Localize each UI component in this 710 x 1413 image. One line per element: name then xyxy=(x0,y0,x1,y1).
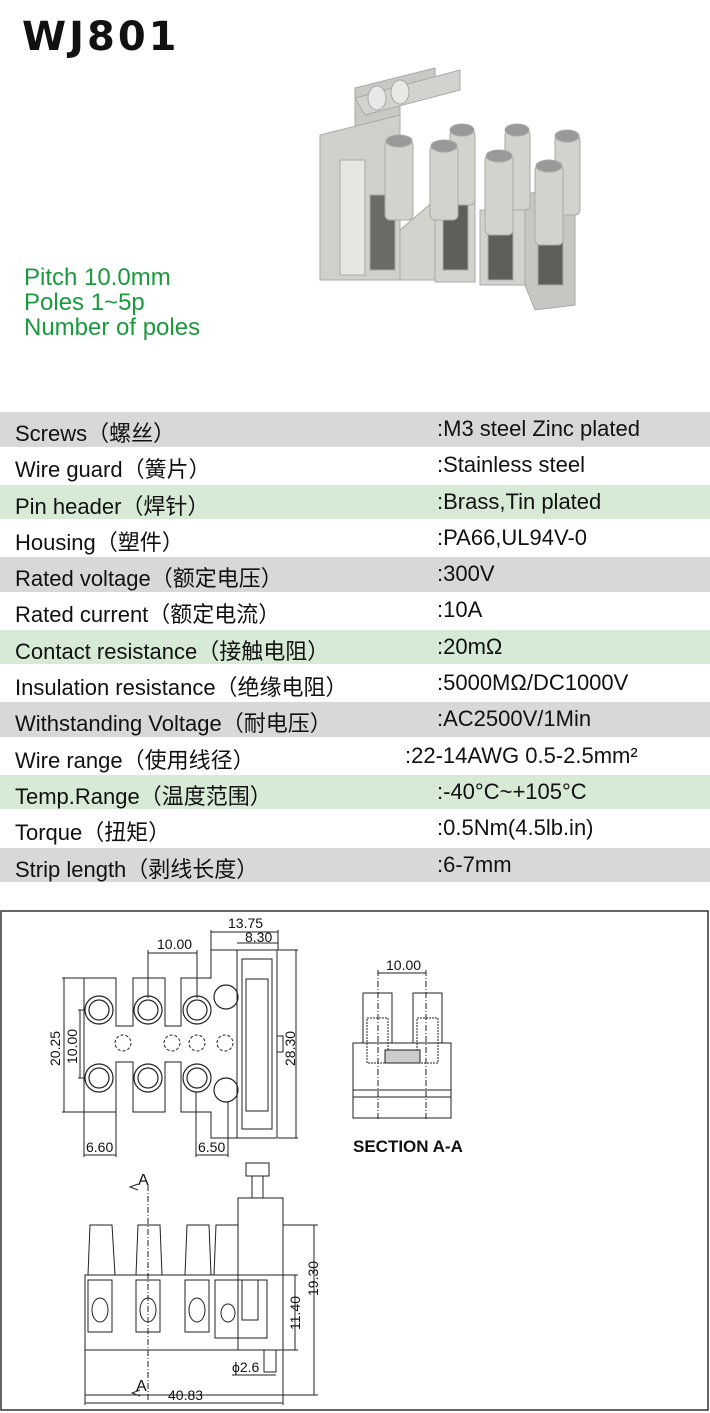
row-value: :10A xyxy=(437,597,483,623)
dim-20-25: 20.25 xyxy=(47,1031,63,1066)
row-label: Screws（螺丝） xyxy=(15,421,176,446)
row-label: Temp.Range（温度范围） xyxy=(15,783,272,809)
front-view-dimensions: A A 19.30 11.40 ϕ2.6 40.83 xyxy=(136,1172,321,1403)
row-value: :5000MΩ/DC1000V xyxy=(437,670,629,696)
drawing-frame xyxy=(0,910,709,1411)
section-pitch: 10.00 xyxy=(386,957,421,973)
spec-number-of-poles: Number of poles xyxy=(24,314,201,341)
spec-table: Screws（螺丝） :M3 steel Zinc plated Wire gua… xyxy=(0,412,710,884)
dim-6-50: 6.50 xyxy=(198,1139,225,1155)
table-row: Rated voltage（额定电压） :300V xyxy=(0,557,710,592)
row-label: Housing（塑件） xyxy=(15,529,184,555)
row-value: :AC2500V/1Min xyxy=(437,706,592,732)
dim-6-60: 6.60 xyxy=(86,1139,113,1155)
table-row: Withstanding Voltage（耐电压） :AC2500V/1Min xyxy=(0,702,710,737)
row-value: :6-7mm xyxy=(437,851,512,877)
dim-40-83: 40.83 xyxy=(168,1387,203,1403)
dim-pitch: 10.00 xyxy=(157,936,192,952)
row-label: Strip length（剥线长度） xyxy=(15,856,259,882)
dim-8-30: 8.30 xyxy=(245,929,272,945)
table-row: Torque（扭矩） :0.5Nm(4.5lb.in) xyxy=(0,811,710,846)
row-label: Rated current（额定电流） xyxy=(15,602,281,628)
top-view xyxy=(62,930,298,1157)
table-row: Wire guard（簧片） :Stainless steel xyxy=(0,448,710,483)
row-value: :PA66,UL94V-0 xyxy=(437,524,588,550)
technical-drawing: 13.75 8.30 10.00 20.25 10.00 28.30 6.60 … xyxy=(0,910,709,1411)
row-label: Withstanding Voltage（耐电压） xyxy=(15,711,332,737)
dim-phi-2-6: ϕ2.6 xyxy=(232,1359,260,1375)
dim-19-30: 19.30 xyxy=(305,1261,321,1296)
row-value: :22-14AWG 0.5-2.5mm² xyxy=(405,742,638,768)
row-value: :Brass,Tin plated xyxy=(437,488,602,514)
row-label: Wire guard（簧片） xyxy=(15,457,211,483)
row-label: Torque（扭矩） xyxy=(15,820,171,846)
table-row: Housing（塑件） :PA66,UL94V-0 xyxy=(0,521,710,556)
product-photo xyxy=(319,67,581,311)
product-title: WJ801 xyxy=(22,14,180,60)
section-label: SECTION A-A xyxy=(353,1137,463,1156)
table-row: Screws（螺丝） :M3 steel Zinc plated xyxy=(0,412,710,447)
spec-pitch: Pitch 10.0mm xyxy=(24,264,171,291)
row-label: Contact resistance（接触电阻） xyxy=(15,638,330,664)
table-row: Strip length（剥线长度） :6-7mm xyxy=(0,847,710,883)
table-row: Pin header（焊针） :Brass,Tin plated xyxy=(0,484,710,520)
table-row: Insulation resistance（绝缘电阻） :5000MΩ/DC100… xyxy=(0,666,710,701)
row-label: Rated voltage（额定电压） xyxy=(15,566,283,592)
dim-28-30: 28.30 xyxy=(282,1031,298,1066)
top-view-dimensions: 13.75 8.30 10.00 20.25 10.00 28.30 6.60 … xyxy=(47,915,298,1155)
row-label: Wire range（使用线径） xyxy=(15,747,255,773)
row-value: :300V xyxy=(437,561,495,587)
row-value: :0.5Nm(4.5lb.in) xyxy=(437,815,594,841)
key-specs: Pitch 10.0mm Poles 1~5p Number of poles xyxy=(24,265,200,340)
row-value: :Stainless steel xyxy=(437,452,585,478)
row-label: Insulation resistance（绝缘电阻） xyxy=(15,675,348,701)
section-marker-a-top: A xyxy=(138,1172,149,1189)
row-label: Pin header（焊针） xyxy=(15,493,210,519)
table-row: Contact resistance（接触电阻） :20mΩ xyxy=(0,629,710,665)
spec-poles: Poles 1~5p xyxy=(24,289,145,316)
row-value: :20mΩ xyxy=(437,633,503,659)
table-row: Rated current（额定电流） :10A xyxy=(0,593,710,628)
dim-10-00-vertical: 10.00 xyxy=(64,1029,80,1064)
front-view xyxy=(84,1162,318,1405)
section-view xyxy=(352,970,452,1120)
table-row: Wire range（使用线径） :22-14AWG 0.5-2.5mm² xyxy=(0,739,710,774)
row-value: :-40°C~+105°C xyxy=(437,778,587,804)
dim-13-75: 13.75 xyxy=(228,915,263,931)
dim-11-40: 11.40 xyxy=(287,1296,303,1330)
section-marker-a-bottom: A xyxy=(136,1378,147,1395)
row-value: :M3 steel Zinc plated xyxy=(437,416,640,441)
table-row: Temp.Range（温度范围） :-40°C~+105°C xyxy=(0,774,710,810)
